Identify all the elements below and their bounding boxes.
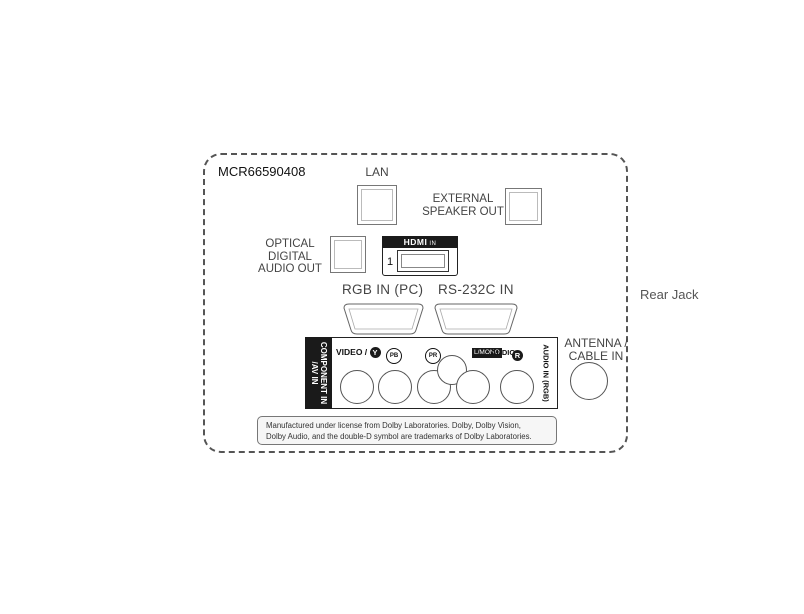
audio-in-rgb-text: AUDIO IN (RGB) [541, 344, 551, 402]
rgb-in-connector-inner [348, 308, 419, 330]
component-side-label: COMPONENT IN /AV IN [305, 337, 332, 409]
model-number: MCR66590408 [218, 164, 306, 179]
pb-label: PB [386, 347, 402, 365]
component-side-line2: /AV IN [309, 361, 319, 385]
hdmi-port [397, 250, 449, 272]
antenna-jack [570, 362, 608, 400]
video-y-label: VIDEO / Y [336, 347, 381, 359]
lan-label: LAN [365, 165, 389, 179]
optical-label-line2: DIGITAL [268, 250, 312, 263]
antenna-label-line1: ANTENNA / [564, 336, 628, 350]
audio-label: AUDIO [491, 348, 516, 357]
pr-badge: PR [425, 347, 441, 364]
antenna-label-line2: CABLE IN [568, 349, 624, 363]
r-label: R [512, 347, 523, 365]
pr-label: PR [425, 347, 441, 365]
hdmi-number: 1 [387, 256, 394, 268]
audio-l-jack [456, 370, 490, 404]
rgb-in-connector [343, 303, 424, 335]
dolby-notice: Manufactured under license from Dolby La… [257, 416, 557, 445]
hdmi-title: HDMI [403, 237, 428, 247]
antenna-label: ANTENNA / CABLE IN [558, 337, 634, 363]
rear-jack-label: Rear Jack [640, 287, 699, 302]
hdmi-suffix: IN [429, 241, 437, 247]
rear-jack-panel [203, 153, 628, 453]
external-speaker-label-line2: SPEAKER OUT [422, 205, 504, 218]
external-speaker-label: EXTERNAL SPEAKER OUT [418, 193, 508, 218]
optical-audio-port [330, 236, 366, 273]
video-y-jack [340, 370, 374, 404]
external-speaker-label-line1: EXTERNAL [432, 193, 494, 205]
optical-label-line1: OPTICAL [265, 238, 315, 250]
dsub-connectors [343, 303, 518, 335]
rs232c-connector-inner [439, 308, 513, 330]
video-label: VIDEO / [336, 347, 368, 357]
optical-label-line3: AUDIO OUT [258, 263, 322, 275]
external-speaker-port [505, 188, 542, 225]
lan-port [357, 185, 397, 225]
audio-r-jack [500, 370, 534, 404]
pb-badge: PB [386, 347, 402, 364]
optical-audio-label: OPTICAL DIGITAL AUDIO OUT [250, 238, 330, 276]
notice-line2: Dolby Audio, and the double-D symbol are… [266, 432, 532, 441]
notice-line1: Manufactured under license from Dolby La… [266, 421, 521, 430]
pb-jack [378, 370, 412, 404]
r-badge: R [512, 350, 523, 362]
rs232c-connector [434, 303, 518, 335]
audio-in-rgb-label: AUDIO IN (RGB) [537, 340, 555, 406]
rgb-in-label: RGB IN (PC) [342, 282, 424, 297]
rs232c-label: RS-232C IN [438, 282, 514, 297]
y-badge: Y [369, 347, 381, 359]
component-side-text: COMPONENT IN /AV IN [310, 342, 328, 404]
l-mono-badge: L/MONO [472, 348, 502, 358]
component-side-line1: COMPONENT IN [318, 341, 328, 405]
